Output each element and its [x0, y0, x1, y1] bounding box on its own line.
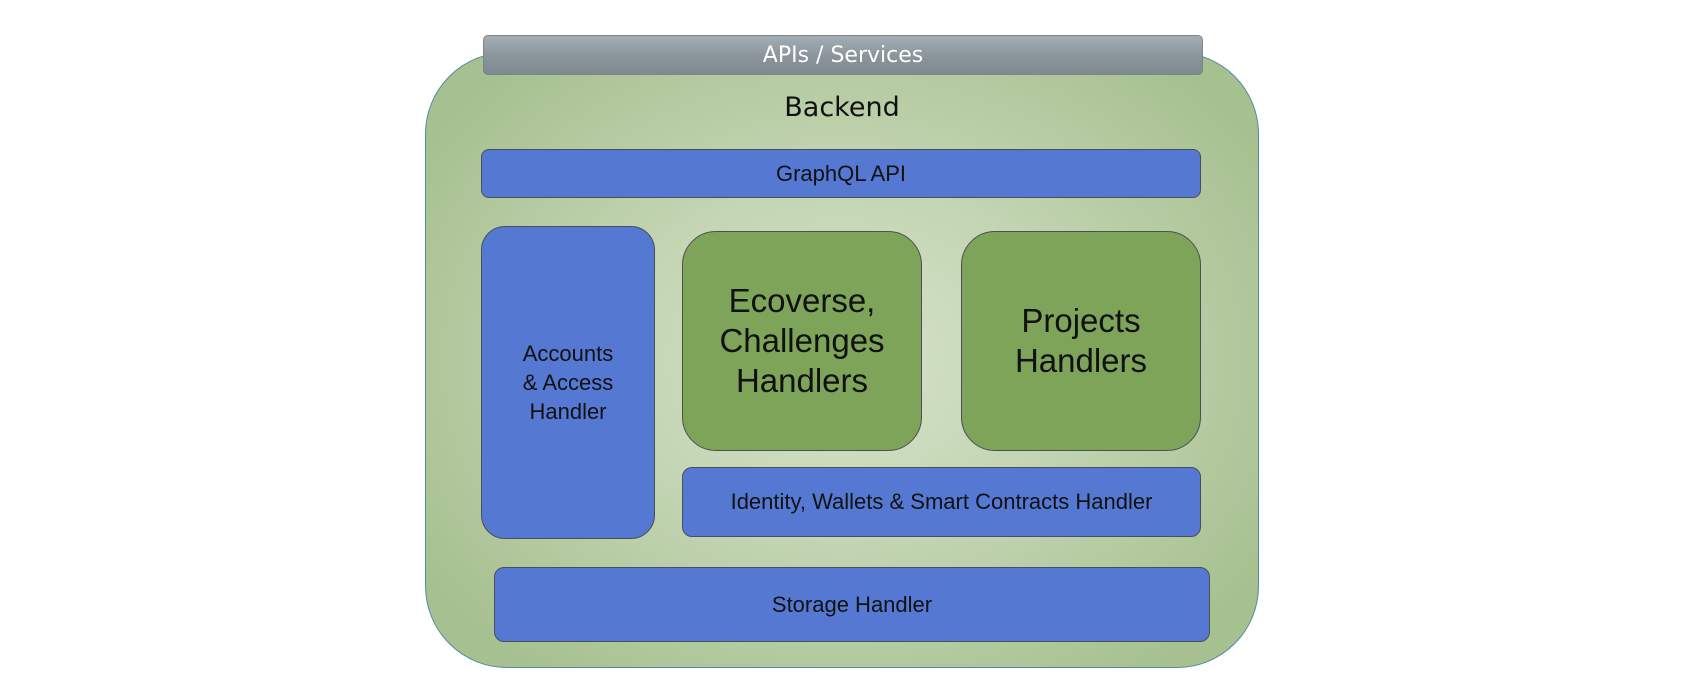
graphql-api-box: GraphQL API — [481, 149, 1201, 198]
projects-handlers-box: Projects Handlers — [961, 231, 1201, 451]
accounts-handler-label-line-2: & Access — [522, 370, 614, 395]
accounts-handler-label-line-1: Accounts — [522, 341, 614, 366]
ecoverse-challenges-handlers-box: Ecoverse, Challenges Handlers — [682, 231, 922, 451]
projects-label-line-1: Projects — [1021, 302, 1141, 339]
ecoverse-label-line-2: Challenges — [719, 322, 885, 359]
identity-handler-label: Identity, Wallets & Smart Contracts Hand… — [730, 489, 1153, 514]
projects-label-line-2: Handlers — [1014, 342, 1148, 379]
ecoverse-label-line-3: Handlers — [735, 362, 869, 399]
accounts-access-handler-box: Accounts & Access Handler — [481, 226, 655, 539]
apis-services-bar: APIs / Services — [483, 35, 1203, 75]
identity-wallets-contracts-handler-box: Identity, Wallets & Smart Contracts Hand… — [682, 467, 1201, 537]
ecoverse-label-line-1: Ecoverse, — [728, 282, 876, 319]
storage-handler-label: Storage Handler — [771, 591, 933, 617]
graphql-api-label: GraphQL API — [775, 160, 907, 186]
storage-handler-box: Storage Handler — [494, 567, 1210, 642]
backend-title: Backend — [784, 92, 900, 123]
accounts-handler-label-line-3: Handler — [529, 399, 607, 424]
apis-services-label: APIs / Services — [762, 42, 924, 68]
